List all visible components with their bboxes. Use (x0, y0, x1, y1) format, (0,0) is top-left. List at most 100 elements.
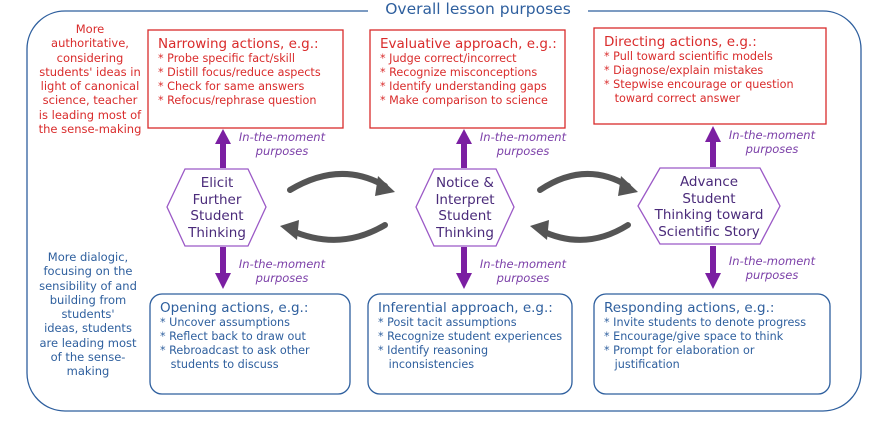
box-item: * Identify reasoning (378, 344, 489, 357)
box-item: * Refocus/rephrase question (158, 94, 317, 107)
hex-line: Interpret (435, 191, 495, 208)
hex-line: Further (192, 191, 242, 208)
hex-line: Student (438, 208, 492, 224)
arrow-elicit-up (220, 142, 226, 168)
note-line: sensibility of and (39, 278, 137, 293)
arrow-advance-up-head (705, 126, 721, 142)
note-line: students' ideas in (39, 64, 141, 79)
evaluative-box (369, 29, 566, 129)
note-line: authoritative, (51, 36, 129, 51)
box-heading: Responding actions, e.g.: (604, 300, 775, 316)
box-item: * Judge correct/incorrect (380, 52, 517, 65)
cycle-arrowheads (280, 176, 638, 240)
hexagon-notice (415, 168, 515, 247)
purpose-line: In-the-moment (238, 257, 326, 271)
note-line: is leading most of (38, 107, 142, 122)
purpose-line: In-the-moment (728, 128, 816, 142)
arrow-elicit-up-head (215, 129, 231, 144)
hex-line: Scientific Story (658, 223, 760, 240)
responding-actions: Responding actions, e.g.: * Invite stude… (604, 300, 806, 372)
hex-line: Thinking (436, 224, 494, 241)
purpose-label-elicit-up: In-the-moment purposes (232, 130, 332, 158)
box-heading: Opening actions, e.g.: (160, 300, 309, 316)
box-heading: Directing actions, e.g.: (604, 34, 757, 50)
purpose-line: purposes (496, 144, 550, 158)
hexagon-advance (637, 167, 781, 245)
narrowing-box (147, 29, 344, 129)
directing-actions: Directing actions, e.g.: * Pull toward s… (604, 34, 794, 106)
purpose-label-advance-down: In-the-moment purposes (722, 254, 822, 282)
box-item: * Pull toward scientific models (604, 50, 773, 63)
purpose-arrows (215, 126, 721, 289)
cycle-right-top (537, 171, 631, 193)
box-item: * Diagnose/explain mistakes (604, 64, 764, 77)
cycle-left-top (287, 170, 388, 193)
cycle-left-top-head (375, 176, 395, 196)
purpose-label-elicit-down: In-the-moment purposes (232, 257, 332, 285)
box-item: * Reflect back to draw out (160, 330, 306, 343)
responding-box (593, 293, 831, 395)
hex-line: Advance (679, 174, 739, 190)
inferential-approach: Inferential approach, e.g.: * Posit taci… (378, 300, 562, 372)
note-line: of the sense- (50, 350, 126, 365)
purpose-line: In-the-moment (479, 257, 567, 271)
arrow-elicit-down (220, 247, 226, 275)
box-item: * Prompt for elaboration or (604, 344, 755, 357)
note-line: making (66, 364, 110, 379)
cycle-right-bottom-head (530, 220, 549, 240)
box-item: * Identify understanding gaps (380, 80, 547, 93)
opening-box (149, 293, 351, 395)
inferential-box (367, 293, 573, 395)
box-item: inconsistencies (378, 358, 475, 371)
box-item: * Recognize misconceptions (380, 66, 538, 79)
purpose-label-notice-down: In-the-moment purposes (473, 257, 573, 285)
arrow-advance-down-head (705, 273, 721, 289)
box-heading: Evaluative approach, e.g.: (380, 36, 557, 52)
box-item: justification (604, 358, 680, 371)
hex-line: Student (190, 208, 244, 224)
arrow-notice-down (461, 247, 467, 275)
box-item: * Probe specific fact/skill (158, 52, 295, 65)
narrowing-actions: Narrowing actions, e.g.: * Probe specifi… (158, 36, 321, 108)
purpose-label-notice-up: In-the-moment purposes (473, 130, 573, 158)
box-item: * Stepwise encourage or question (604, 78, 794, 91)
directing-box (593, 27, 827, 125)
note-line: the sense-making (38, 122, 142, 137)
note-line: are leading most (39, 335, 137, 350)
box-item: * Recognize student experiences (378, 330, 563, 343)
purpose-line: purposes (496, 271, 550, 285)
hex-line: Student (682, 190, 736, 207)
purpose-label-advance-up: In-the-moment purposes (722, 128, 822, 156)
opening-actions: Opening actions, e.g.: * Uncover assumpt… (160, 300, 310, 372)
hex-line: Notice & (436, 175, 494, 191)
note-line: More dialogic, (47, 250, 129, 264)
note-line: focusing on the (43, 264, 133, 279)
purpose-line: In-the-moment (728, 254, 816, 268)
hex-line: Elicit (200, 175, 234, 191)
box-item: * Uncover assumptions (160, 316, 290, 329)
dialogic-note: More dialogic, focusing on the sensibili… (32, 250, 144, 379)
box-item: * Rebroadcast to ask other (160, 344, 310, 357)
arrow-advance-down (710, 246, 716, 275)
purpose-line: purposes (745, 142, 799, 156)
box-heading: Inferential approach, e.g.: (378, 300, 553, 316)
purpose-line: In-the-moment (238, 130, 326, 144)
authoritative-note: More authoritative, considering students… (32, 22, 148, 136)
purpose-line: In-the-moment (479, 130, 567, 144)
box-heading: Narrowing actions, e.g.: (158, 36, 319, 52)
purpose-line: purposes (255, 271, 309, 285)
box-item: * Invite students to denote progress (604, 316, 807, 329)
box-item: * Make comparison to science (380, 94, 548, 107)
hex-line: Thinking (188, 224, 246, 241)
notice-label: Notice & Interpret Student Thinking (420, 175, 510, 241)
arrow-notice-up-head (456, 129, 472, 144)
cycle-arrows (287, 170, 631, 243)
arrow-advance-up (710, 140, 716, 167)
elicit-label: Elicit Further Student Thinking (172, 175, 262, 241)
cycle-left-bottom (287, 222, 388, 243)
hexagon-elicit (166, 168, 267, 247)
box-item: students to discuss (160, 358, 279, 371)
note-line: More (75, 22, 105, 36)
purpose-line: purposes (745, 268, 799, 282)
